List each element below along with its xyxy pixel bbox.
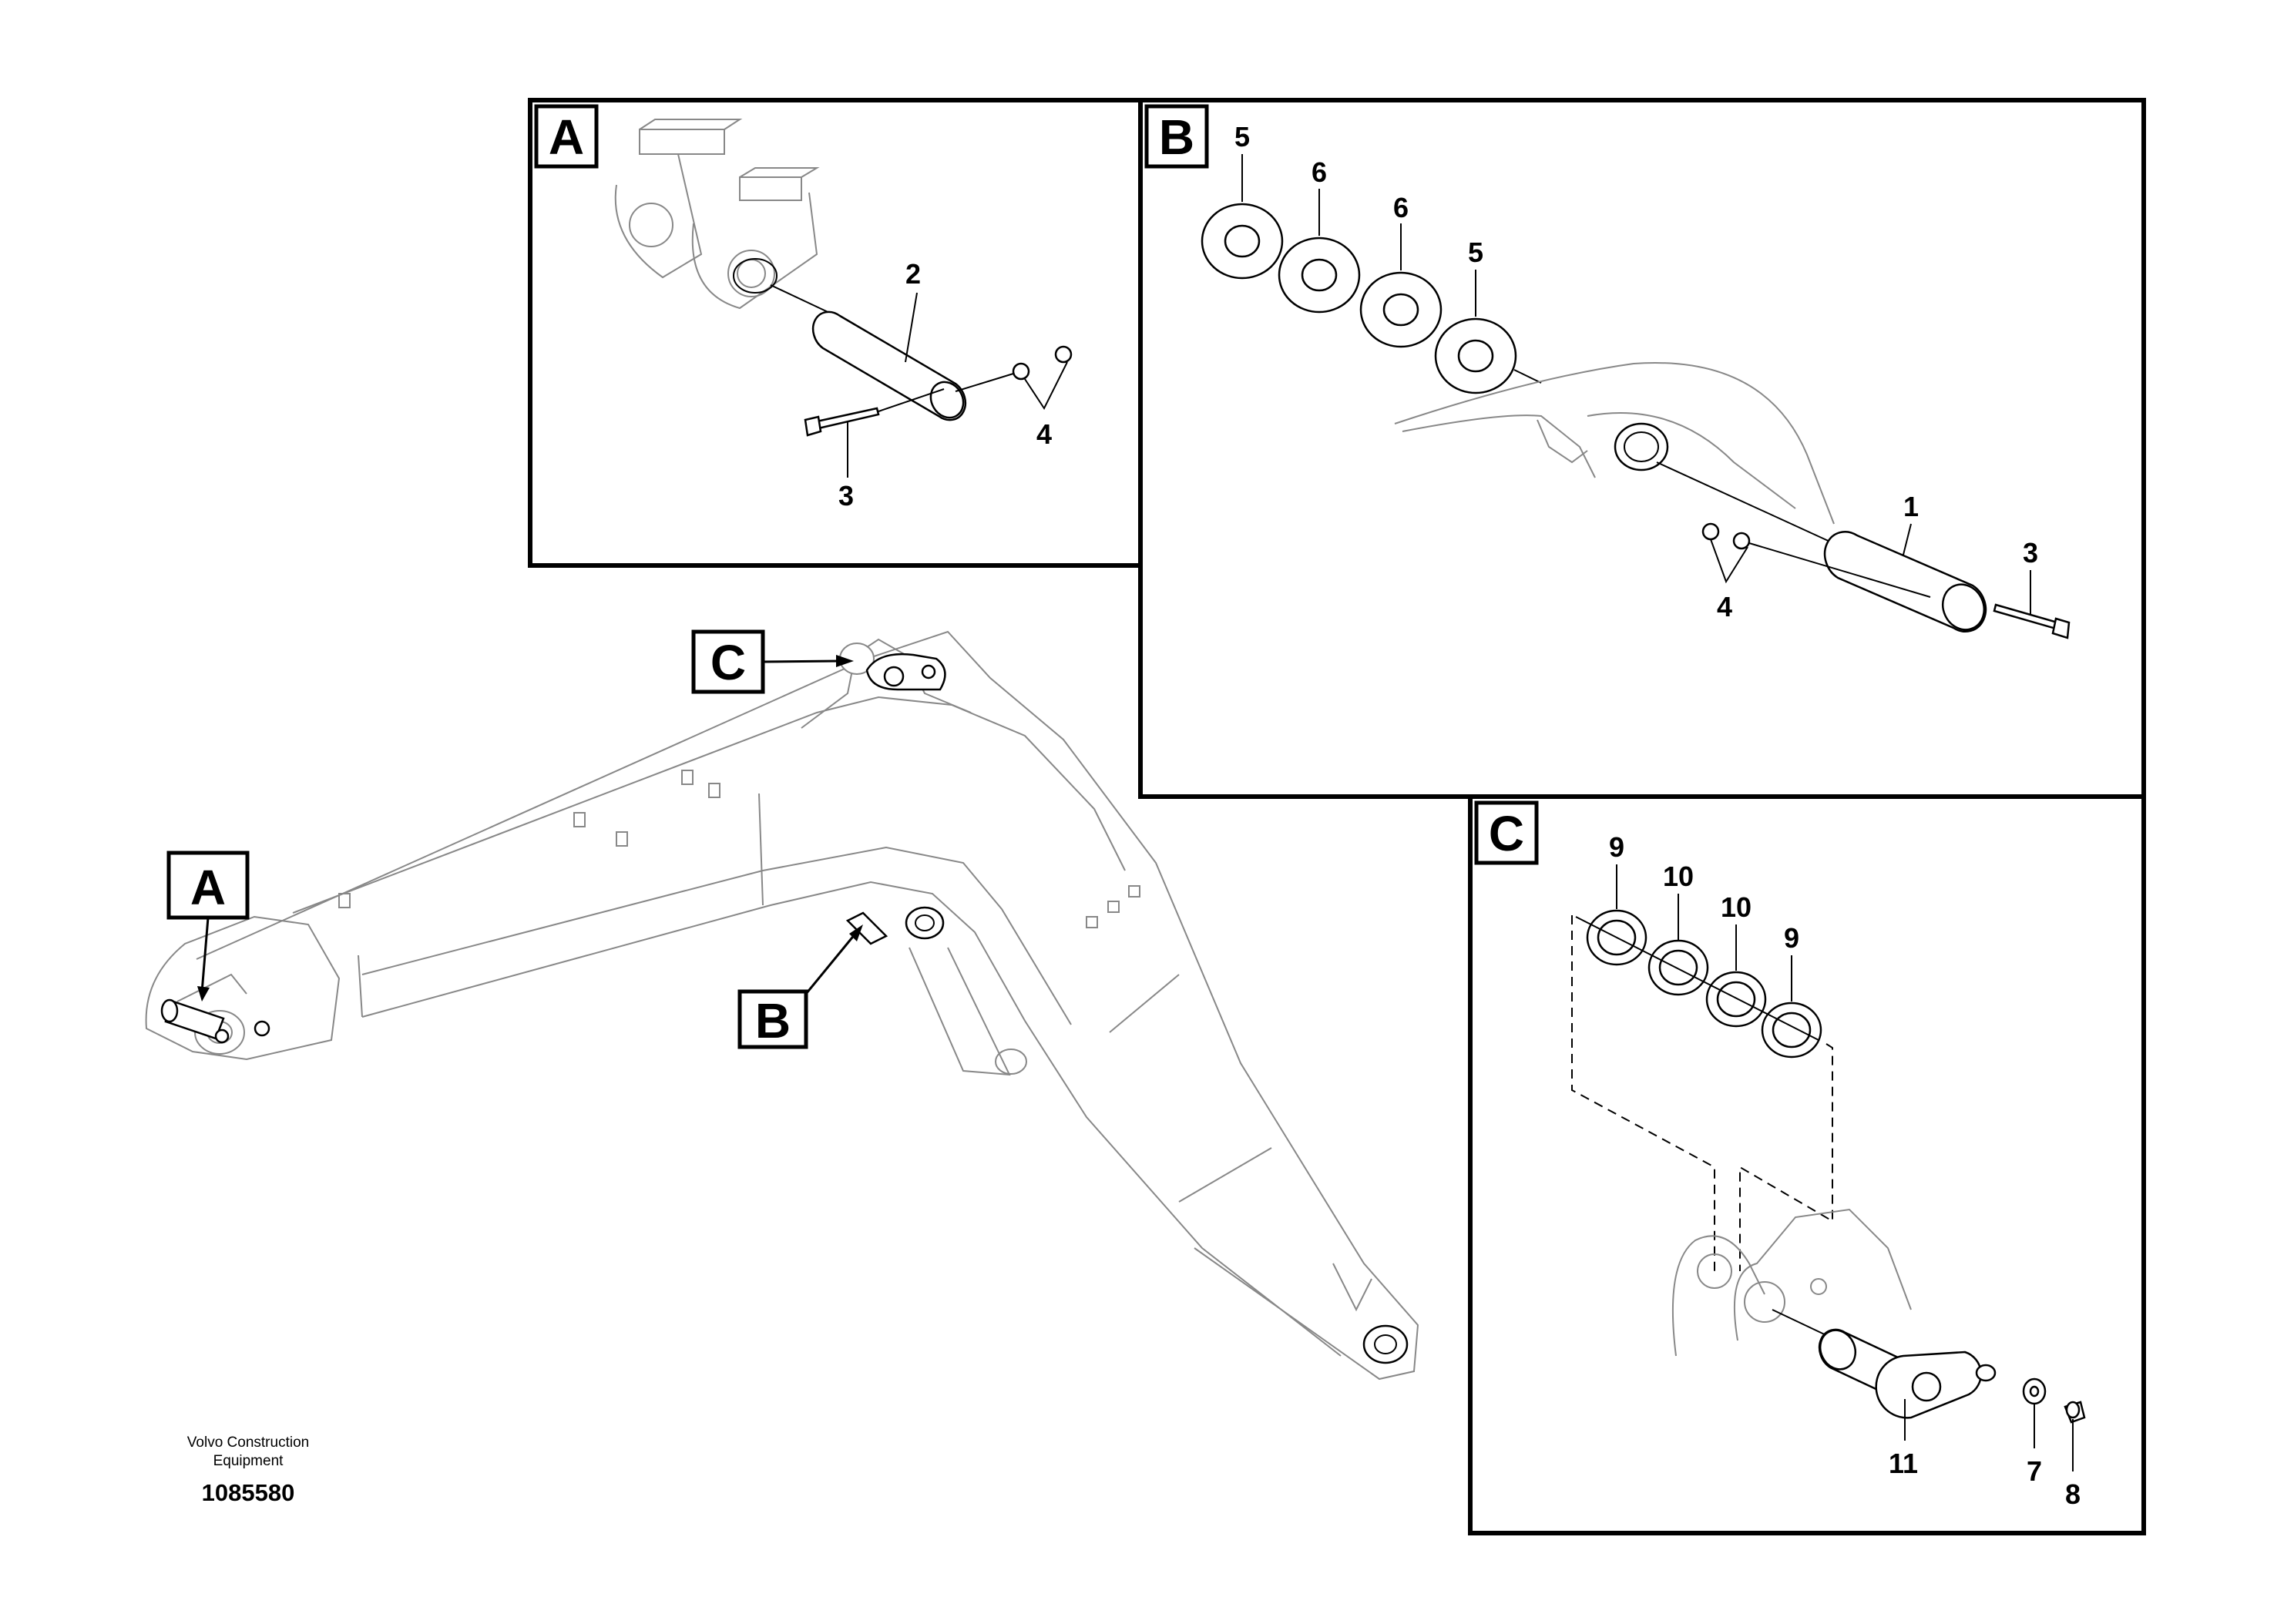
label-b-5a: 5	[1234, 121, 1250, 153]
callout-c: C	[691, 629, 854, 694]
label-c-10a: 10	[1663, 861, 1694, 892]
bolt-part-3-b	[1993, 603, 2071, 639]
label-a-2: 2	[905, 258, 921, 290]
callout-c-box	[691, 629, 765, 694]
brand-line-2: Equipment	[213, 1453, 284, 1469]
panel-a-letter: A	[549, 109, 584, 165]
pin-part-2	[811, 310, 967, 421]
panel-b-letter-box	[1144, 104, 1209, 169]
washer-part-7	[2022, 1377, 2047, 1405]
arm-section	[1394, 362, 1835, 525]
label-b-6b: 6	[1393, 192, 1409, 223]
nut-part-4	[955, 345, 1073, 392]
panel-a: A	[528, 98, 1143, 568]
panel-c-letter-box	[1474, 800, 1539, 865]
label-b-1: 1	[1903, 491, 1919, 522]
bolt-part-8	[2064, 1401, 2086, 1424]
boom-foot-lugs	[614, 119, 820, 310]
boom-assembly	[145, 630, 1419, 1381]
washer-part-10b	[1705, 971, 1767, 1028]
washer-part-9b	[1761, 1002, 1822, 1059]
callout-b-letter: B	[755, 993, 791, 1049]
label-a-3: 3	[838, 480, 854, 512]
label-c-8: 8	[2065, 1478, 2081, 1510]
pin-part-11	[1818, 1328, 1997, 1419]
label-a-4: 4	[1036, 418, 1052, 450]
label-c-7: 7	[2027, 1455, 2042, 1487]
label-b-3: 3	[2023, 537, 2038, 569]
panel-a-letter-box	[534, 104, 599, 169]
exploded-view-lines	[1571, 915, 1833, 1271]
arm-lug	[1671, 1208, 1912, 1357]
panel-c: C	[1468, 794, 2146, 1535]
label-b-4: 4	[1717, 591, 1732, 622]
label-c-9a: 9	[1609, 831, 1624, 863]
pin-part-1	[1823, 531, 1987, 632]
callout-a: A	[166, 851, 250, 1002]
bushing-a	[733, 258, 778, 294]
callout-b: B	[737, 924, 863, 1049]
label-c-10b: 10	[1721, 891, 1752, 923]
brand-line-1: Volvo Construction	[187, 1434, 309, 1451]
label-c-11: 11	[1889, 1448, 1918, 1479]
callout-b-box	[737, 989, 808, 1049]
panel-b: B	[1138, 98, 2146, 799]
washer-part-6a	[1278, 237, 1361, 314]
drawing-number: 1085580	[202, 1479, 295, 1506]
callout-c-letter: C	[710, 635, 746, 690]
washer-part-5b	[1434, 317, 1517, 394]
callout-a-letter: A	[190, 860, 226, 915]
label-c-9b: 9	[1784, 922, 1799, 954]
panel-c-frame	[1468, 794, 2146, 1535]
washer-part-10a	[1647, 939, 1709, 996]
bushing-b	[1614, 422, 1669, 471]
panel-c-letter: C	[1489, 806, 1524, 861]
washer-part-6b	[1359, 271, 1443, 348]
title-block: Volvo Construction Equipment 1085580	[187, 1434, 309, 1506]
washer-part-5a	[1201, 203, 1284, 280]
bolt-part-3	[804, 388, 945, 437]
label-b-5b: 5	[1468, 237, 1483, 268]
label-b-6a: 6	[1312, 156, 1327, 188]
panel-b-letter: B	[1159, 109, 1194, 165]
